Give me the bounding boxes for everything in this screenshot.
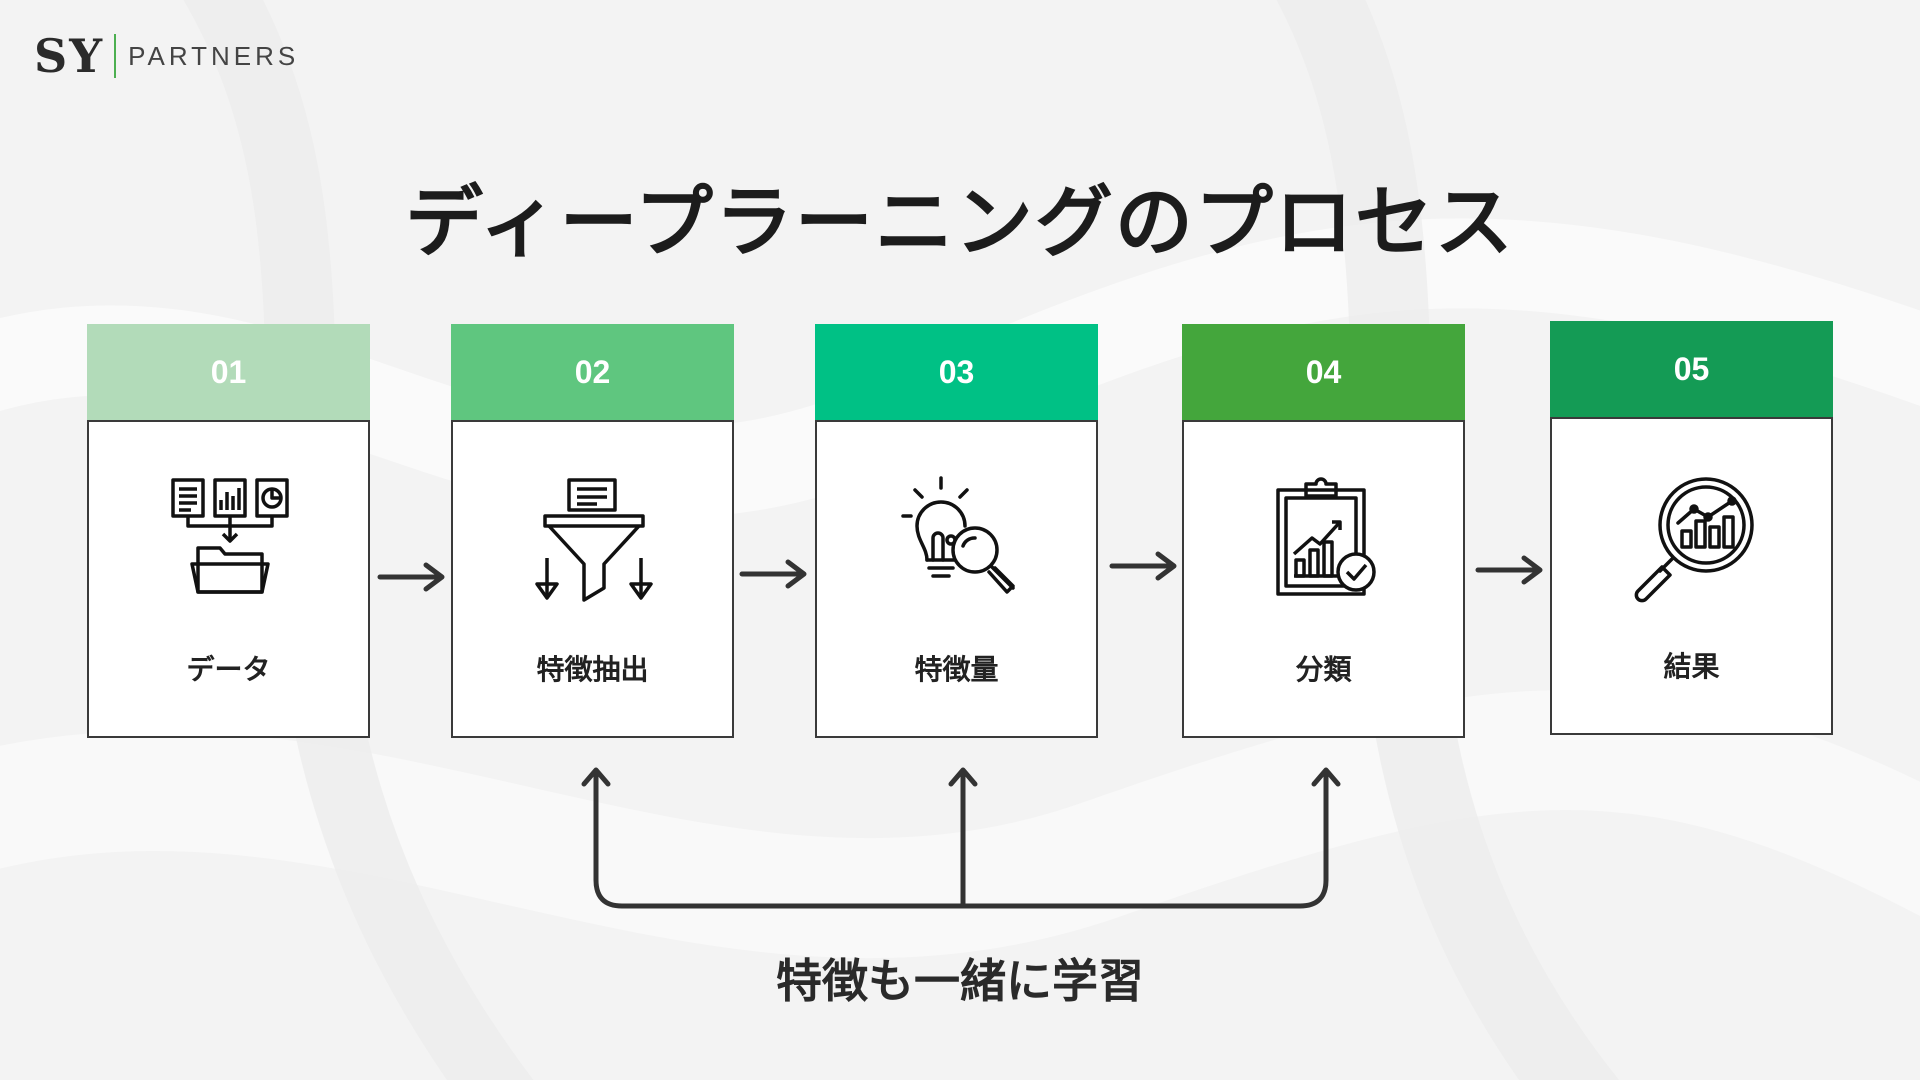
step-body: 分類 xyxy=(1182,420,1465,738)
step-label: 特徴抽出 xyxy=(536,653,649,686)
logo-name: PARTNERS xyxy=(128,40,300,71)
step-card-features: 03 特徴量 xyxy=(815,324,1098,738)
step-card-classification: 04 分類 xyxy=(1182,324,1465,738)
step-body: 結果 xyxy=(1550,417,1833,735)
data-files-folder-icon xyxy=(171,478,289,594)
step-number-header: 04 xyxy=(1182,324,1465,420)
magnifier-chart-icon xyxy=(1634,477,1754,603)
arrow-step3-to-step4 xyxy=(1109,551,1177,581)
step-number-header: 05 xyxy=(1550,321,1833,417)
step-number: 02 xyxy=(574,353,611,390)
step-label: 特徴量 xyxy=(914,653,999,686)
step-card-data: 01 データ xyxy=(87,324,370,738)
feedback-label: 特徴も一緒に学習 xyxy=(776,954,1144,1008)
brand-logo: SY PARTNERS xyxy=(34,29,300,83)
arrow-step2-to-step3 xyxy=(739,559,807,589)
step-number: 05 xyxy=(1673,350,1710,387)
arrow-step1-to-step2 xyxy=(377,562,445,592)
step-number-header: 01 xyxy=(87,324,370,420)
step-number: 03 xyxy=(938,353,975,390)
step-number-header: 02 xyxy=(451,324,734,420)
logo-divider xyxy=(114,34,117,78)
logo-mark: SY xyxy=(34,29,105,83)
step-card-feature-extraction: 02 特徴抽出 xyxy=(451,324,734,738)
step-label: データ xyxy=(186,653,271,686)
lightbulb-magnifier-icon xyxy=(901,476,1015,594)
page-title: ディープラーニングのプロセス xyxy=(405,178,1515,268)
step-label: 分類 xyxy=(1295,653,1352,686)
step-body: 特徴量 xyxy=(815,420,1098,738)
step-number: 01 xyxy=(210,353,247,390)
step-body: 特徴抽出 xyxy=(451,420,734,738)
feedback-loop-arrows xyxy=(581,767,1341,909)
clipboard-chart-check-icon xyxy=(1276,477,1376,596)
step-card-result: 05 結果 xyxy=(1550,321,1833,735)
step-body: データ xyxy=(87,420,370,738)
step-number: 04 xyxy=(1305,353,1342,390)
step-number-header: 03 xyxy=(815,324,1098,420)
arrow-step4-to-step5 xyxy=(1475,555,1543,585)
funnel-filter-icon xyxy=(535,478,653,602)
step-label: 結果 xyxy=(1663,650,1720,683)
